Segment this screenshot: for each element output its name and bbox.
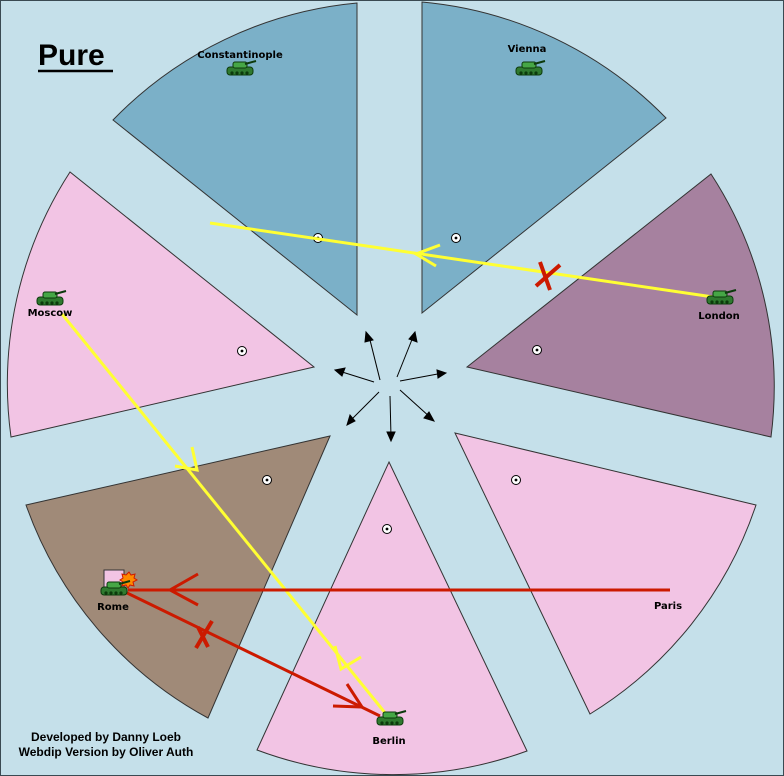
territory-rome[interactable] (25, 435, 331, 719)
supply-center-vienna (451, 233, 461, 243)
order-move-rome-berlin (120, 588, 381, 718)
territory-label-london: London (698, 311, 740, 322)
territory-paris[interactable] (454, 432, 757, 715)
territory-london[interactable] (465, 173, 775, 438)
territory-label-rome: Rome (97, 602, 129, 613)
credit-webdip: Webdip Version by Oliver Auth (19, 745, 194, 759)
center-compass-arrows (333, 330, 448, 443)
order-support-moscow-berlin (60, 313, 388, 715)
supply-center-paris (511, 475, 521, 485)
territory-label-moscow: Moscow (28, 308, 73, 319)
order-support-london-constantinople (209, 221, 721, 300)
territory-berlin[interactable] (256, 460, 528, 776)
territory-vienna[interactable] (421, 1, 667, 315)
credit-developer: Developed by Danny Loeb (31, 730, 181, 744)
supply-center-london (532, 345, 542, 355)
territory-label-constantinople: Constantinople (197, 50, 283, 61)
map-title: Pure (38, 39, 105, 72)
supply-center-berlin (382, 524, 392, 534)
territory-label-paris: Paris (654, 601, 682, 612)
territory-moscow[interactable] (6, 171, 316, 438)
order-move-paris-rome (128, 572, 670, 607)
explosion-icon (119, 571, 138, 589)
supply-center-moscow (237, 346, 247, 356)
territory-label-vienna: Vienna (508, 44, 547, 55)
territory-label-berlin: Berlin (372, 736, 405, 747)
supply-center-rome (262, 475, 272, 485)
